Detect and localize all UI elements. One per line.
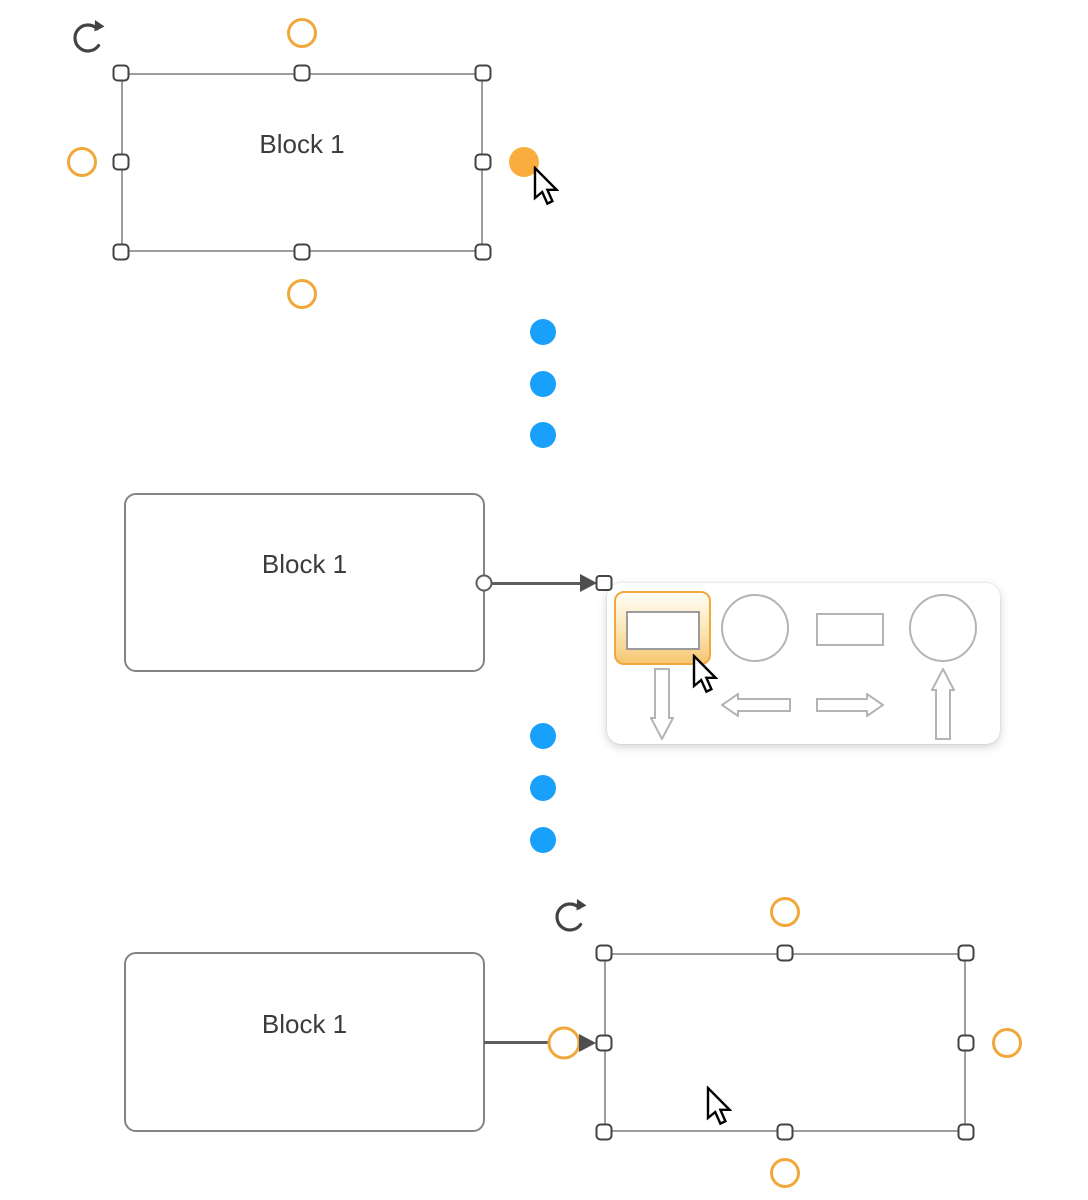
resize-handle-sw[interactable]	[112, 243, 130, 261]
shape-label: Block 1	[259, 129, 345, 159]
rectangle-shape-icon	[626, 611, 700, 650]
connection-point-active[interactable]	[547, 1026, 581, 1060]
step-separator-dot	[530, 319, 556, 345]
step-separator-dot	[530, 422, 556, 448]
shape-picker-popup	[607, 583, 1000, 744]
resize-handle-w[interactable]	[595, 1034, 613, 1052]
rotate-shape-icon[interactable]	[550, 897, 590, 937]
connect-arrow-bottom[interactable]	[770, 1158, 800, 1188]
shape-option-rectangle-highlighted[interactable]	[614, 591, 711, 665]
selected-new-shape[interactable]	[604, 953, 966, 1132]
resize-handle-n[interactable]	[293, 64, 311, 82]
shape-option-circle[interactable]	[721, 594, 789, 662]
shape-block1[interactable]: Block 1	[124, 493, 485, 672]
resize-handle-nw[interactable]	[112, 64, 130, 82]
resize-handle-ne[interactable]	[474, 64, 492, 82]
connect-arrow-top[interactable]	[770, 897, 800, 927]
resize-handle-s[interactable]	[776, 1123, 794, 1141]
resize-handle-n[interactable]	[776, 944, 794, 962]
resize-handle-nw[interactable]	[595, 944, 613, 962]
mouse-cursor	[692, 654, 718, 694]
shape-option-rectangle[interactable]	[816, 613, 884, 646]
shape-option-circle[interactable]	[909, 594, 977, 662]
connector-edge[interactable]	[484, 1041, 549, 1044]
mouse-cursor	[533, 166, 559, 206]
connect-arrow-bottom[interactable]	[287, 279, 317, 309]
resize-handle-se[interactable]	[474, 243, 492, 261]
rotate-shape-icon[interactable]	[68, 18, 108, 58]
resize-handle-w[interactable]	[112, 153, 130, 171]
connector-source-point[interactable]	[475, 574, 493, 592]
connector-arrowhead	[580, 574, 597, 592]
shape-block1[interactable]: Block 1	[124, 952, 485, 1132]
selected-shape-block1[interactable]: Block 1	[121, 73, 483, 252]
connect-arrow-left[interactable]	[67, 147, 97, 177]
resize-handle-sw[interactable]	[595, 1123, 613, 1141]
step-separator-dot	[530, 371, 556, 397]
resize-handle-e[interactable]	[957, 1034, 975, 1052]
step-separator-dot	[530, 775, 556, 801]
step-separator-dot	[530, 827, 556, 853]
connector-drop-target[interactable]	[595, 575, 613, 591]
resize-handle-e[interactable]	[474, 153, 492, 171]
step-separator-dot	[530, 723, 556, 749]
connect-arrow-top[interactable]	[287, 18, 317, 48]
mouse-cursor	[706, 1086, 732, 1126]
shape-label: Block 1	[261, 1008, 348, 1039]
connector-arrowhead	[579, 1034, 596, 1052]
connector-edge[interactable]	[492, 582, 581, 585]
resize-handle-se[interactable]	[957, 1123, 975, 1141]
shape-option-arrow-down[interactable]	[650, 668, 674, 740]
connect-arrow-right[interactable]	[992, 1028, 1022, 1058]
resize-handle-s[interactable]	[293, 243, 311, 261]
shape-option-arrow-up[interactable]	[931, 668, 955, 740]
resize-handle-ne[interactable]	[957, 944, 975, 962]
shape-label: Block 1	[261, 549, 348, 579]
shape-option-arrow-right[interactable]	[816, 693, 884, 717]
shape-option-arrow-left[interactable]	[721, 693, 791, 717]
